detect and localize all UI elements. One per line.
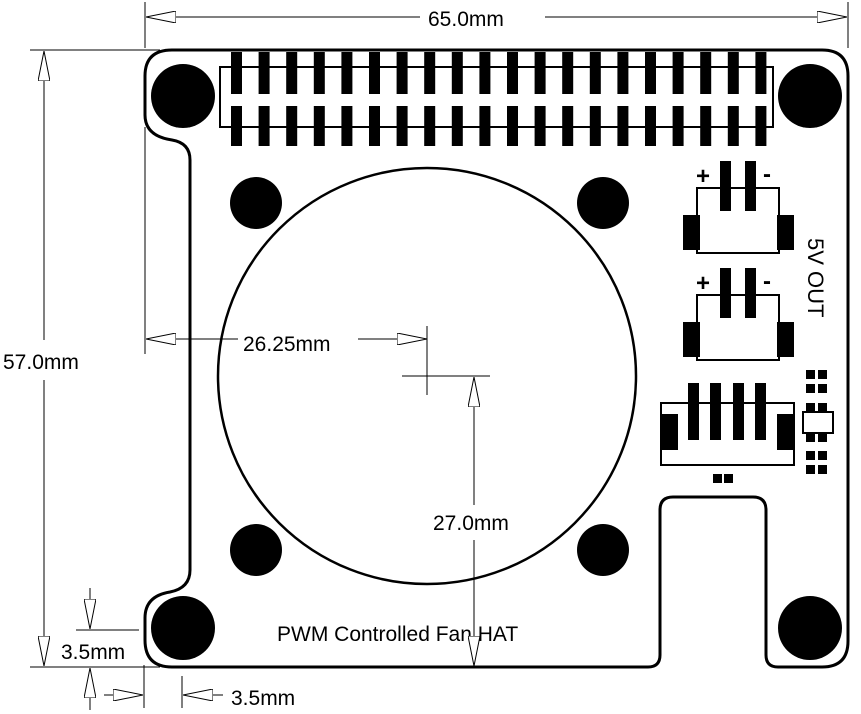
header-pin <box>589 106 601 146</box>
mounting-hole <box>151 64 215 128</box>
dimension-hole-x <box>104 665 223 708</box>
header-pin <box>672 106 684 146</box>
mounting-holes <box>151 64 842 660</box>
header-pin <box>258 106 270 146</box>
board-outline <box>143 48 850 669</box>
power-connector-2: + - <box>683 268 794 361</box>
fan-mount-holes <box>230 177 629 576</box>
header-pin <box>313 52 325 94</box>
dimension-hole-y <box>76 588 139 710</box>
header-pin <box>341 106 353 146</box>
header-pin <box>507 52 518 94</box>
power-out-label: 5V OUT <box>803 238 828 317</box>
plus-label: + <box>696 163 710 190</box>
plus-label: + <box>696 270 710 297</box>
header-pin <box>231 106 242 146</box>
smd-components <box>802 370 834 474</box>
dimension-width <box>144 2 849 48</box>
fan-hole <box>230 177 282 229</box>
gpio-header <box>219 52 774 146</box>
header-pin <box>700 106 712 146</box>
header-pin <box>562 52 574 94</box>
header-pin <box>727 106 739 146</box>
header-pin <box>534 52 546 94</box>
fan-hole <box>577 524 629 576</box>
header-pin <box>507 106 518 146</box>
header-pin <box>645 52 656 94</box>
mounting-hole <box>778 64 842 128</box>
minus-label: - <box>763 268 771 295</box>
header-pin <box>755 52 767 94</box>
hole-y-dimension-label: 3.5mm <box>61 641 125 664</box>
header-pin <box>589 52 601 94</box>
dimension-fan-x <box>144 127 490 395</box>
header-pin <box>479 106 491 146</box>
header-pin <box>700 52 712 94</box>
header-pin <box>727 52 739 94</box>
header-pin <box>451 106 463 146</box>
header-pin <box>369 106 380 146</box>
board-name-label: PWM Controlled Fan HAT <box>277 623 518 646</box>
fan-x-dimension-label: 26.25mm <box>243 333 331 356</box>
fan-y-dimension-label: 27.0mm <box>433 512 509 535</box>
header-pin <box>617 106 629 146</box>
header-pin <box>286 106 298 146</box>
header-pin <box>369 52 380 94</box>
power-connector-1: + - <box>683 161 794 254</box>
dimension-height <box>30 49 160 668</box>
mounting-hole <box>778 596 842 660</box>
header-pin <box>534 106 546 146</box>
header-pin <box>396 52 408 94</box>
header-pin <box>617 52 629 94</box>
header-pin <box>479 52 491 94</box>
header-pin <box>231 52 242 94</box>
header-pin <box>341 52 353 94</box>
width-dimension-label: 65.0mm <box>428 8 504 31</box>
header-pin <box>286 52 298 94</box>
header-pin <box>424 106 436 146</box>
header-pin <box>562 106 574 146</box>
fan-outline <box>216 166 638 586</box>
fan-hole <box>230 524 282 576</box>
header-pin <box>424 52 436 94</box>
header-pin <box>258 52 270 94</box>
header-pin <box>313 106 325 146</box>
fan-connector <box>660 383 795 483</box>
fan-hole <box>577 177 629 229</box>
header-pin <box>396 106 408 146</box>
mounting-hole <box>151 596 215 660</box>
header-pin <box>755 106 767 146</box>
header-pin <box>451 52 463 94</box>
height-dimension-label: 57.0mm <box>3 351 79 374</box>
header-pin <box>672 52 684 94</box>
header-pin <box>645 106 656 146</box>
hole-x-dimension-label: 3.5mm <box>231 687 295 710</box>
minus-label: - <box>763 161 771 188</box>
